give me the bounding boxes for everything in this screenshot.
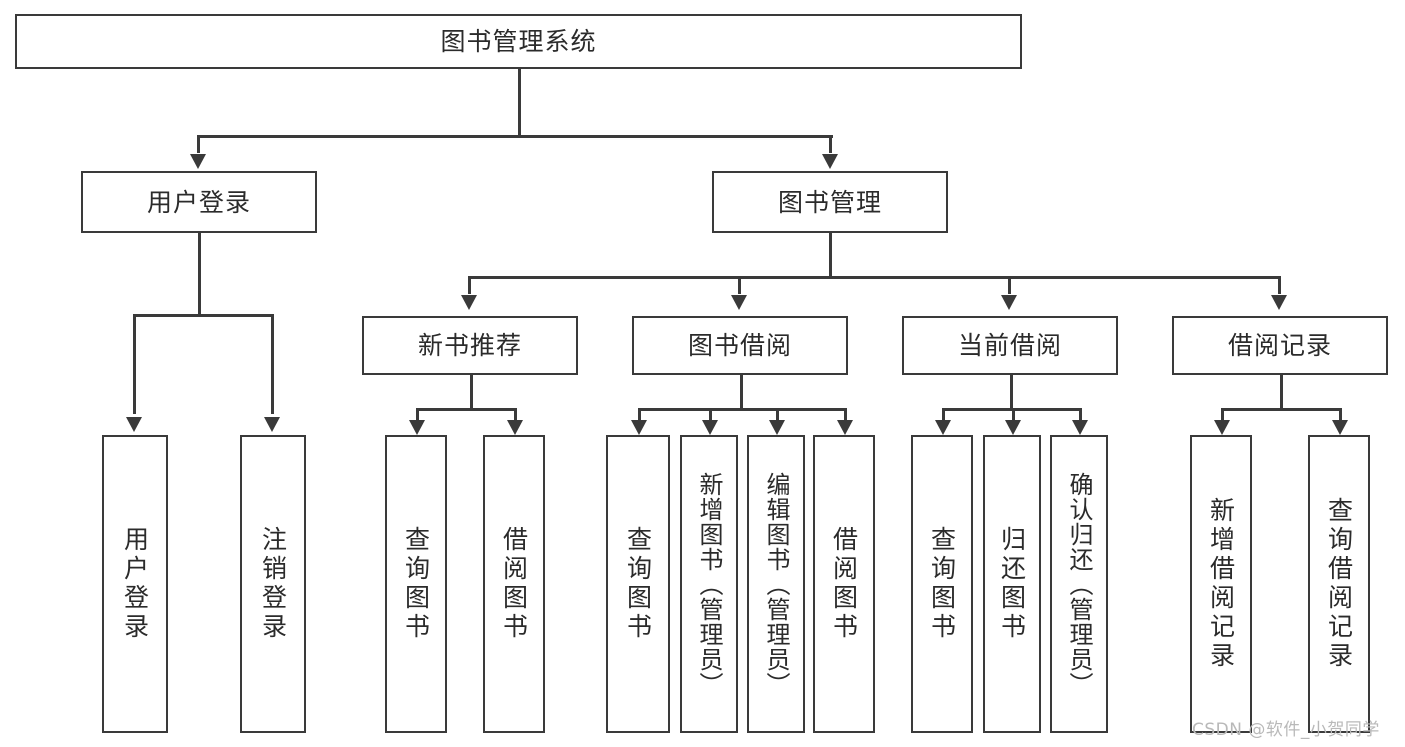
node-label-leaf-borrow-book-rec: 借阅图书	[499, 526, 529, 642]
connector-current-borrow-drop-0	[942, 408, 945, 420]
connector-borrow-record-stem	[1280, 375, 1283, 408]
arrow-head-icon-bookmanage-2	[1001, 295, 1018, 310]
connector-book-borrow-drop-0	[638, 408, 641, 420]
node-label-book-manage: 图书管理	[777, 187, 882, 217]
arrow-head-icon-root-0	[190, 154, 207, 169]
csdn-watermark: CSDN @软件_小贺同学	[1192, 720, 1380, 740]
connector-borrow-record-drop-1	[1339, 408, 1342, 420]
arrow-head-icon-bookmanage-1	[731, 295, 748, 310]
connector-userlogin-bus	[133, 314, 271, 317]
node-label-leaf-add-book: 新增图书（管理员）	[695, 471, 723, 697]
node-label-leaf-query-book-borrow: 查询图书	[623, 526, 653, 642]
connector-root-drop-1	[829, 135, 832, 153]
node-label-new-book-rec: 新书推荐	[417, 331, 522, 360]
node-book-borrow[interactable]: 图书借阅	[632, 316, 848, 375]
connector-root-drop-0	[197, 135, 200, 153]
arrow-head-icon-book-borrow-1	[702, 420, 719, 435]
node-label-current-borrow: 当前借阅	[957, 331, 1062, 360]
connector-book-borrow-drop-3	[844, 408, 847, 420]
node-label-leaf-logout: 注销登录	[258, 526, 288, 642]
node-label-user-login: 用户登录	[146, 187, 251, 217]
connector-book-borrow-drop-2	[776, 408, 779, 420]
connector-userlogin-drop-1	[271, 314, 274, 414]
node-label-leaf-query-record: 查询借阅记录	[1324, 497, 1354, 671]
arrow-head-icon-new-book-rec-1	[507, 420, 524, 435]
node-leaf-borrow-book[interactable]: 借阅图书	[813, 435, 875, 733]
node-user-login[interactable]: 用户登录	[81, 171, 317, 233]
connector-root-bus	[197, 135, 833, 138]
connector-current-borrow-stem	[1010, 375, 1013, 408]
connector-book-borrow-stem	[740, 375, 743, 408]
connector-current-borrow-drop-1	[1012, 408, 1015, 420]
arrow-head-icon-borrow-record-1	[1332, 420, 1349, 435]
connector-userlogin-stem	[198, 233, 201, 314]
arrow-head-icon-bookmanage-3	[1271, 295, 1288, 310]
node-label-leaf-borrow-book: 借阅图书	[829, 526, 859, 642]
node-label-leaf-add-record: 新增借阅记录	[1206, 497, 1236, 671]
node-leaf-edit-book[interactable]: 编辑图书（管理员）	[747, 435, 805, 733]
node-label-root: 图书管理系统	[440, 27, 597, 56]
connector-bookmanage-bus	[468, 276, 1280, 279]
connector-new-book-rec-drop-1	[514, 408, 517, 420]
connector-bookmanage-drop-2	[1008, 276, 1011, 294]
connector-current-borrow-bus	[942, 408, 1079, 411]
arrow-head-icon-current-borrow-0	[935, 420, 952, 435]
arrow-head-icon-root-1	[822, 154, 839, 169]
node-book-manage[interactable]: 图书管理	[712, 171, 948, 233]
node-new-book-rec[interactable]: 新书推荐	[362, 316, 578, 375]
connector-bookmanage-drop-0	[468, 276, 471, 294]
connector-bookmanage-drop-1	[738, 276, 741, 294]
node-leaf-user-login[interactable]: 用户登录	[102, 435, 168, 733]
arrow-head-icon-book-borrow-2	[769, 420, 786, 435]
connector-new-book-rec-stem	[470, 375, 473, 408]
connector-book-borrow-drop-1	[709, 408, 712, 420]
node-borrow-record[interactable]: 借阅记录	[1172, 316, 1388, 375]
node-leaf-query-book-rec[interactable]: 查询图书	[385, 435, 447, 733]
node-leaf-query-book-borrow[interactable]: 查询图书	[606, 435, 670, 733]
connector-userlogin-drop-0	[133, 314, 136, 414]
node-leaf-query-record[interactable]: 查询借阅记录	[1308, 435, 1370, 733]
node-leaf-add-record[interactable]: 新增借阅记录	[1190, 435, 1252, 733]
connector-bookmanage-drop-3	[1278, 276, 1281, 294]
node-label-leaf-query-book-rec: 查询图书	[401, 526, 431, 642]
arrow-head-icon-userlogin-0	[126, 417, 143, 432]
node-leaf-add-book[interactable]: 新增图书（管理员）	[680, 435, 738, 733]
arrow-head-icon-userlogin-1	[264, 417, 281, 432]
connector-bookmanage-stem	[829, 233, 832, 276]
node-root[interactable]: 图书管理系统	[15, 14, 1022, 69]
connector-current-borrow-drop-2	[1079, 408, 1082, 420]
node-leaf-logout[interactable]: 注销登录	[240, 435, 306, 733]
connector-root-stem	[518, 69, 521, 135]
connector-borrow-record-drop-0	[1221, 408, 1224, 420]
arrow-head-icon-new-book-rec-0	[409, 420, 426, 435]
node-leaf-borrow-book-rec[interactable]: 借阅图书	[483, 435, 545, 733]
node-leaf-query-book-current[interactable]: 查询图书	[911, 435, 973, 733]
arrow-head-icon-borrow-record-0	[1214, 420, 1231, 435]
node-label-book-borrow: 图书借阅	[687, 331, 792, 360]
connector-book-borrow-bus	[638, 408, 844, 411]
arrow-head-icon-book-borrow-3	[837, 420, 854, 435]
arrow-head-icon-bookmanage-0	[461, 295, 478, 310]
node-leaf-confirm-return[interactable]: 确认归还（管理员）	[1050, 435, 1108, 733]
arrow-head-icon-current-borrow-2	[1072, 420, 1089, 435]
node-label-leaf-edit-book: 编辑图书（管理员）	[762, 471, 790, 697]
node-leaf-return-book[interactable]: 归还图书	[983, 435, 1041, 733]
arrow-head-icon-book-borrow-0	[631, 420, 648, 435]
node-label-leaf-return-book: 归还图书	[997, 526, 1027, 642]
node-current-borrow[interactable]: 当前借阅	[902, 316, 1118, 375]
connector-borrow-record-bus	[1221, 408, 1339, 411]
node-label-leaf-query-book-current: 查询图书	[927, 526, 957, 642]
connector-new-book-rec-bus	[416, 408, 514, 411]
connector-new-book-rec-drop-0	[416, 408, 419, 420]
arrow-head-icon-current-borrow-1	[1005, 420, 1022, 435]
node-label-borrow-record: 借阅记录	[1227, 331, 1332, 360]
node-label-leaf-user-login: 用户登录	[120, 526, 150, 642]
node-label-leaf-confirm-return: 确认归还（管理员）	[1065, 471, 1093, 697]
